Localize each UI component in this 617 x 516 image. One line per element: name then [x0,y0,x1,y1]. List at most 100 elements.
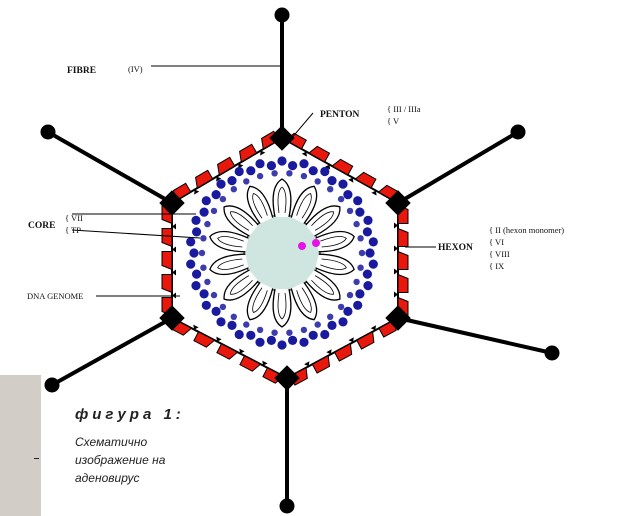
dna-genome-label: DNA GENOME [27,291,83,301]
fibre-knob [280,499,295,514]
terminal-protein-marker [298,242,306,250]
core-protein-bead [288,336,297,345]
fibre-shaft [398,318,552,353]
fibre-shaft [52,318,172,385]
label-pointer [290,113,313,140]
core-protein-bead [355,289,364,298]
core-protein-bead [288,161,297,170]
hexon-capsomer [398,275,408,293]
core-protein-bead [204,221,210,227]
core-protein-bead [353,279,359,285]
fibre-shaft [398,132,518,203]
core-protein-bead [211,208,217,214]
hexon-capsomer [162,275,172,293]
core-protein-bead [338,304,344,310]
figure-description: Схематично изображение на аденовирус [75,433,245,487]
core-protein-bead [359,250,365,256]
core-protein-bead [212,190,221,199]
core-protein-bead [353,196,362,205]
hexon-capsomer [162,229,172,247]
core-label: CORE [28,221,55,231]
core-protein-bead [202,301,211,310]
core-protein-bead [191,216,200,225]
core-protein-bead [363,281,372,290]
hexon-label: HEXON [438,243,473,253]
core-protein-bead [357,265,363,271]
hexon-capsomer [398,252,408,270]
core-protein-bead [315,178,321,184]
hexon-capsomer [162,252,172,270]
core-protein-bead [357,235,363,241]
core-protein-bead [363,270,372,279]
core-protein-bead [343,190,352,199]
core-protein-bead [191,281,200,290]
core-protein-bead [200,265,206,271]
core-protein-bead [204,279,210,285]
core-protein-bead [231,186,237,192]
core-protein-bead [301,173,307,179]
core-protein-bead [216,180,225,189]
core-protein-bead [315,321,321,327]
hexon-protein-3: { VIII [489,249,510,259]
fibre-knob [41,125,56,140]
core-protein-bead [277,340,286,349]
core-protein-bead [327,314,333,320]
core-protein-bead [192,270,201,279]
core-protein-bead [220,196,226,202]
fibre-knob [545,346,560,361]
core-protein-bead [235,167,244,176]
core-protein-bead [235,330,244,339]
core-protein-bead [220,304,226,310]
core-protein-bead [216,317,225,326]
figure-caption: фигура 1: Схематично изображение на аден… [75,406,245,487]
hexon-protein-4: { IX [489,261,504,271]
core-protein-bead [257,327,263,333]
core-protein-bead [212,307,221,316]
core-protein-bead [186,237,195,246]
core-protein-bead [286,170,292,176]
core-protein-bead [338,196,344,202]
core-protein-bead [347,208,353,214]
core-protein-bead [338,317,347,326]
fibre-shaft [48,132,172,203]
core-protein-bead [277,156,286,165]
fibre-protein-label: (IV) [128,64,143,74]
core-protein-bead [267,161,276,170]
genome-hub [252,223,312,283]
core-protein-bead [192,227,201,236]
core-protein-bead [363,227,372,236]
core-protein-bead [255,159,264,168]
core-protein-bead [243,178,249,184]
core-protein-bead [309,331,318,340]
terminal-protein-marker [312,239,320,247]
core-protein-1: { VII [65,213,83,223]
core-protein-bead [200,208,209,217]
penton-label: PENTON [320,110,360,120]
fibre-knob [511,125,526,140]
core-protein-bead [271,330,277,336]
genome-loop [273,289,291,327]
core-protein-bead [186,260,195,269]
fibre-knob [45,378,60,393]
core-protein-bead [299,338,308,347]
core-protein-bead [363,216,372,225]
core-protein-bead [327,186,333,192]
core-protein-bead [227,321,236,330]
core-protein-bead [267,336,276,345]
core-protein-bead [211,292,217,298]
core-protein-bead [255,338,264,347]
core-protein-bead [320,167,329,176]
core-protein-bead [199,250,205,256]
core-protein-bead [353,301,362,310]
core-protein-bead [189,248,198,257]
core-protein-bead [299,159,308,168]
genome-loop [273,179,291,217]
core-protein-bead [246,331,255,340]
core-protein-bead [257,173,263,179]
core-protein-2: { TP [65,225,81,235]
core-protein-bead [369,237,378,246]
core-protein-bead [365,248,374,257]
genome-loop-outer [273,179,291,217]
caption-line-1: Схематично [75,433,245,451]
fibre-label: FIBRE [67,66,96,76]
